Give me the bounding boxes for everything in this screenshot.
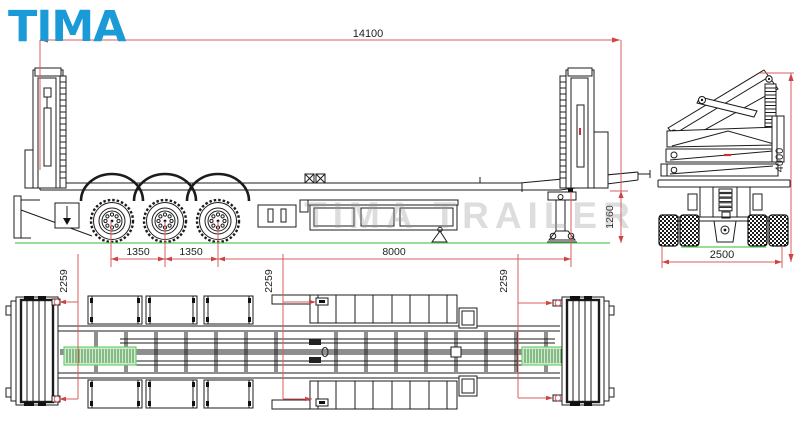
dim-outrigger-mid: 2259 bbox=[263, 269, 275, 293]
landing-gear bbox=[547, 191, 577, 243]
dim-total-length: 14100 bbox=[353, 28, 384, 40]
support-jack bbox=[431, 226, 448, 243]
plan-crane-module-rear bbox=[552, 296, 615, 406]
brand-logo: TIMA bbox=[8, 2, 127, 52]
folded-crane-arm bbox=[660, 69, 785, 177]
deck-boxes-bottom bbox=[87, 375, 478, 410]
plan-crane-module-front bbox=[5, 296, 61, 406]
dim-axle-gap-2: 1350 bbox=[179, 246, 203, 258]
under-frame bbox=[299, 199, 459, 231]
dimension-lines: 14100 1260 1350 1350 8000 4000 2500 bbox=[39, 28, 794, 403]
kingpin-box bbox=[54, 202, 80, 229]
dim-overall-height: 4000 bbox=[774, 148, 786, 172]
dim-outrigger-front: 2259 bbox=[58, 269, 70, 293]
twist-locks bbox=[304, 173, 326, 184]
front-gooseneck bbox=[13, 195, 93, 239]
fenders bbox=[79, 172, 251, 202]
dim-outrigger-rear: 2259 bbox=[498, 269, 510, 293]
plan-view bbox=[5, 294, 615, 410]
dim-axle-to-rear: 8000 bbox=[382, 246, 406, 258]
outrigger-slider-rear bbox=[521, 346, 566, 366]
side-view bbox=[13, 67, 651, 244]
rear-view bbox=[657, 69, 791, 248]
toolbox bbox=[257, 204, 297, 228]
deck-boxes-top bbox=[87, 294, 478, 329]
dim-axle-gap-1: 1350 bbox=[126, 246, 150, 258]
watermark-text: TIMA TRAILER bbox=[304, 195, 636, 236]
dim-deck-height: 1260 bbox=[604, 205, 616, 229]
outrigger-slider-front bbox=[63, 346, 137, 366]
wheel-1 bbox=[89, 198, 135, 244]
dim-overall-width: 2500 bbox=[710, 249, 734, 261]
rear-crane-mast bbox=[559, 67, 609, 189]
front-crane-mast bbox=[24, 67, 67, 189]
rear-wheels bbox=[658, 214, 789, 247]
